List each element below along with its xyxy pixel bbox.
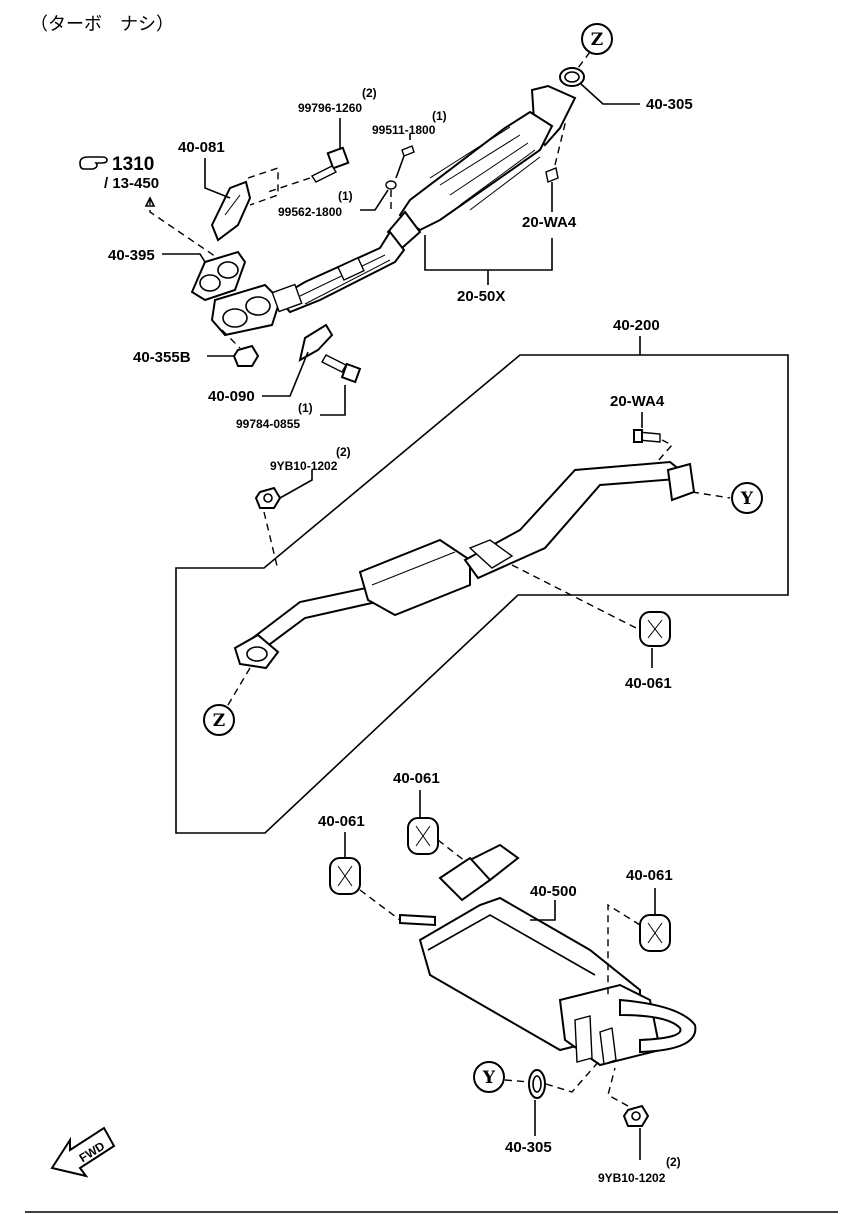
label-40-061-c: 40-061: [626, 867, 673, 884]
label-20-50x: 20-50X: [457, 288, 505, 305]
label-20-wa4-top: 20-WA4: [522, 214, 577, 231]
group-box-40-200: [175, 354, 789, 834]
bracket-20-50x: [424, 235, 553, 271]
forward-arrow-icon: FWD: [50, 1126, 116, 1178]
qty-9yb10-top: (2): [336, 445, 351, 459]
qty-99796: (2): [362, 86, 377, 100]
svg-text:Z: Z: [213, 711, 225, 731]
bracket-40-090: [298, 323, 334, 362]
catalytic-converter-20-50x: [276, 84, 577, 314]
bolt-99784-0855: [321, 354, 362, 384]
figure-reference[interactable]: 1310 / 13-450: [79, 154, 159, 192]
figure-ref-sub: / 13-450: [104, 175, 159, 192]
marker-y-mid: Y: [731, 482, 763, 514]
label-99796-1260: 99796-1260: [298, 101, 362, 115]
label-99562-1800: 99562-1800: [278, 205, 342, 219]
leader-figref: [149, 198, 229, 266]
label-9yb10-1202-bottom: 9YB10-1202: [598, 1171, 666, 1185]
label-40-061-mid: 40-061: [625, 675, 672, 692]
arrow-figref: [144, 196, 156, 207]
label-40-200: 40-200: [613, 317, 660, 334]
hanger-rubber-40-061-c: [639, 914, 671, 952]
svg-text:Y: Y: [740, 489, 754, 509]
marker-z-top: Z: [581, 23, 613, 55]
marker-y-bottom: Y: [473, 1061, 505, 1093]
leader-40-395: [162, 253, 206, 263]
middle-pipe-40-200: [233, 460, 696, 670]
figure-ref-number: 1310: [112, 154, 154, 175]
bolt-20-wa4-mid: [633, 429, 661, 443]
label-40-395: 40-395: [108, 247, 155, 264]
header-note: （ターボ ナシ）: [30, 14, 174, 35]
gasket-40-305-top: [559, 67, 585, 87]
label-40-305-top: 40-305: [646, 96, 693, 113]
insulator-40-081: [210, 180, 252, 242]
manifold-flange: [210, 283, 303, 337]
main-silencer-40-500: [399, 843, 697, 1067]
hanger-rubber-40-061-mid: [639, 611, 671, 647]
label-40-081: 40-081: [178, 139, 225, 156]
hanger-rubber-40-061-b: [329, 857, 361, 895]
label-99784-0855: 99784-0855: [236, 417, 300, 431]
svg-text:Z: Z: [591, 30, 603, 50]
nut-9yb10-1202-bottom: [622, 1104, 650, 1127]
label-40-305-bottom: 40-305: [505, 1139, 552, 1156]
label-40-061-b: 40-061: [318, 813, 365, 830]
label-99511-1800: 99511-1800: [372, 123, 436, 137]
qty-99511: (1): [432, 109, 447, 123]
washer-99562-1800: [385, 180, 397, 190]
qty-99784: (1): [298, 401, 313, 415]
nut-40-355b: [232, 344, 260, 367]
label-40-061-a: 40-061: [393, 770, 440, 787]
marker-z-mid: Z: [203, 704, 235, 736]
gasket-40-305-bottom: [528, 1069, 546, 1099]
bolt-99796-1260: [310, 146, 350, 183]
qty-9yb10-bottom: (2): [666, 1155, 681, 1169]
leader-40-081: [204, 158, 231, 199]
nut-9yb10-1202-top: [254, 486, 282, 509]
label-40-500: 40-500: [530, 883, 577, 900]
label-9yb10-1202-top: 9YB10-1202: [270, 459, 338, 473]
hanger-rubber-40-061-a: [407, 817, 439, 855]
label-40-355b: 40-355B: [133, 349, 191, 366]
leader-40-305-top: [580, 83, 640, 105]
label-20-wa4-mid: 20-WA4: [610, 393, 665, 410]
label-40-090: 40-090: [208, 388, 255, 405]
svg-text:Y: Y: [482, 1068, 496, 1088]
bolt-99511-1800: [395, 145, 415, 179]
bolt-20-wa4-top: [545, 167, 559, 183]
qty-99562: (1): [338, 189, 353, 203]
pointing-hand-icon: [79, 156, 108, 170]
